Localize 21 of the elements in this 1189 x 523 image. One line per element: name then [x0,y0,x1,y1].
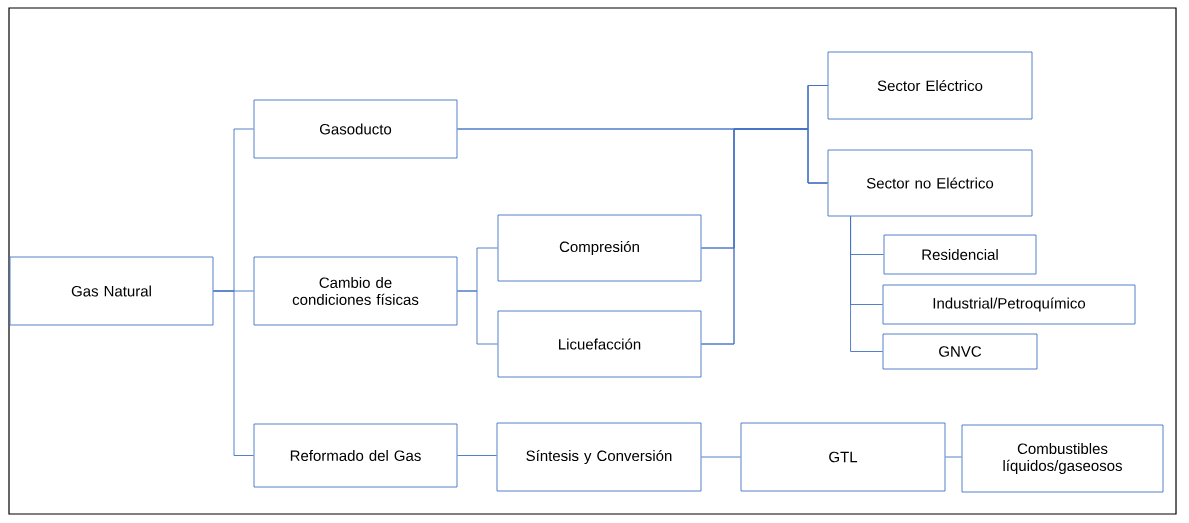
process-box: Combustibles líquidos/gaseosos [961,424,1164,493]
connector-line [457,455,497,456]
process-box: Gas Natural [9,256,214,326]
process-box: Licuefacción [497,310,702,378]
process-box: Sector no Eléctrico [827,149,1033,217]
connector-line [945,456,962,458]
process-box: Cambio de condiciones físicas [253,256,458,326]
process-box: Reformado del Gas [253,423,458,488]
connector-line [457,290,498,345]
process-box: Gasoducto [253,99,458,159]
connector-line [213,290,254,456]
process-box: Residencial [883,234,1037,275]
process-box: Sector Eléctrico [827,51,1033,120]
connector-line [701,456,741,458]
process-box: Industrial/Petroquímico [882,284,1136,325]
connector-line [701,128,828,345]
process-box: GNVC [882,333,1038,370]
process-box: Compresión [497,214,702,282]
process-box: Síntesis y Conversión [496,422,702,492]
process-box: GTL [740,422,946,492]
connector-line [850,216,883,352]
